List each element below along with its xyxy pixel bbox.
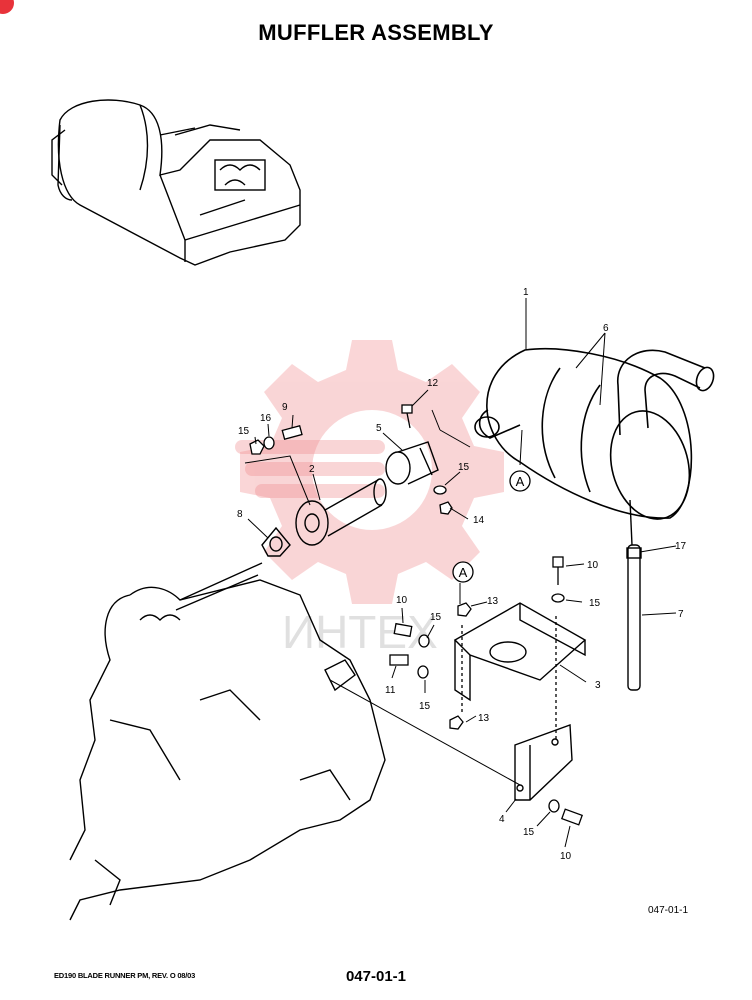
engine-mount-bracket xyxy=(324,659,356,692)
watermark-text: ИНТЕХ xyxy=(282,606,438,658)
watermark-logo xyxy=(240,340,504,604)
callout-11: 11 xyxy=(385,685,396,696)
callout-16: 16 xyxy=(260,413,272,424)
exhaust-pipe xyxy=(295,478,387,546)
callout-15: 15 xyxy=(419,701,431,712)
callout-2: 2 xyxy=(309,464,315,475)
callout-15: 15 xyxy=(523,827,535,838)
engine-outline xyxy=(69,562,386,921)
callout-15: 15 xyxy=(238,426,250,437)
callout-8: 8 xyxy=(237,509,243,520)
muffler-body xyxy=(474,347,693,520)
callout-10: 10 xyxy=(560,851,572,862)
callout-12: 12 xyxy=(427,378,439,389)
callout-10: 10 xyxy=(396,595,408,606)
exhaust-clamp xyxy=(385,441,439,485)
callout-13: 13 xyxy=(478,713,490,724)
exhaust-stack xyxy=(617,349,715,436)
detail-marker-label: A xyxy=(459,565,468,580)
callout-17: 17 xyxy=(675,541,687,552)
gasket xyxy=(261,526,291,557)
callout-13: 13 xyxy=(487,596,499,607)
callout-3: 3 xyxy=(595,680,601,691)
detail-marker-a-top: A xyxy=(509,470,531,492)
callout-15: 15 xyxy=(458,462,470,473)
callout-15: 15 xyxy=(430,612,442,623)
callout-4: 4 xyxy=(499,814,505,825)
corner-badge xyxy=(0,0,14,14)
upper-bracket xyxy=(453,602,587,702)
lower-bracket xyxy=(514,724,573,801)
callout-6: 6 xyxy=(603,323,609,334)
leader-lines xyxy=(244,298,677,848)
callout-14: 14 xyxy=(473,515,485,526)
callout-5: 5 xyxy=(376,423,382,434)
callout-9: 9 xyxy=(282,402,288,413)
callout-1: 1 xyxy=(523,287,529,298)
detail-marker-a-bottom: A xyxy=(452,561,474,583)
hardware-fasteners xyxy=(249,404,584,826)
footer-page-number: 047-01-1 xyxy=(345,968,407,985)
callout-10: 10 xyxy=(587,560,599,571)
machine-overview-illustration xyxy=(51,99,301,266)
drain-tube xyxy=(626,499,642,691)
figure-reference: 047-01-1 xyxy=(648,905,689,916)
callout-7: 7 xyxy=(678,609,684,620)
footer-document-info: ED190 BLADE RUNNER PM, REV. O 08/03 xyxy=(54,971,196,980)
page-title: MUFFLER ASSEMBLY xyxy=(258,20,494,45)
callout-15: 15 xyxy=(589,598,601,609)
callout-labels: 1 6 12 9 16 15 5 15 2 14 8 17 10 15 13 7… xyxy=(237,287,687,862)
detail-marker-label: A xyxy=(516,474,525,489)
